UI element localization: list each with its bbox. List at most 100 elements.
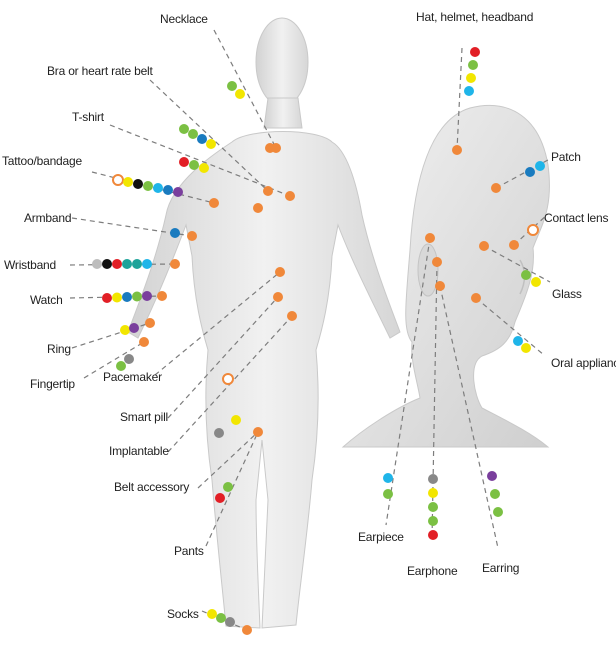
pants-color-dot xyxy=(215,493,225,503)
label-socks: Socks xyxy=(167,607,199,621)
label-earpiece: Earpiece xyxy=(358,530,404,544)
smart-pill-color-dot xyxy=(231,415,241,425)
hat-color-dot xyxy=(468,60,478,70)
earphone-color-dot xyxy=(428,516,438,526)
body-contact-point xyxy=(170,259,180,269)
label-pants: Pants xyxy=(174,544,204,558)
wristband-color-dot xyxy=(102,259,112,269)
label-ring: Ring xyxy=(47,342,71,356)
label-implantable: Implantable xyxy=(109,444,169,458)
earphone-contact-point xyxy=(432,257,442,267)
label-necklace: Necklace xyxy=(160,12,208,26)
body-contact-point xyxy=(265,143,275,153)
tattoo-color-dot xyxy=(113,175,123,185)
body-contact-point xyxy=(285,191,295,201)
label-smart-pill: Smart pill xyxy=(120,410,168,424)
earring-color-dot xyxy=(487,471,497,481)
watch-color-dot xyxy=(112,293,122,303)
tattoo-color-dot xyxy=(163,185,173,195)
contact-lens-color-dot xyxy=(528,225,538,235)
fingertip-color-dot xyxy=(124,354,134,364)
belt-accessory-color-dot xyxy=(223,482,233,492)
body-contact-point xyxy=(275,267,285,277)
wristband-color-dot xyxy=(132,259,142,269)
implantable-color-dot xyxy=(214,428,224,438)
socks-color-dot xyxy=(216,613,226,623)
body-contact-point xyxy=(139,337,149,347)
watch-color-dot xyxy=(132,292,142,302)
earphone-color-dot xyxy=(428,474,438,484)
oral-appliance-color-dot xyxy=(513,336,523,346)
label-contact-lens: Contact lens xyxy=(544,211,608,225)
watch-color-dot xyxy=(122,292,132,302)
tshirt-color-dot xyxy=(179,157,189,167)
tattoo-color-dot xyxy=(123,177,133,187)
socks-color-dot xyxy=(207,609,217,619)
wristband-color-dot xyxy=(92,259,102,269)
body-contact-point xyxy=(242,625,252,635)
earpiece-color-dot xyxy=(383,473,393,483)
wristband-color-dot xyxy=(112,259,122,269)
label-hat-helmet-headband: Hat, helmet, headband xyxy=(416,10,533,24)
label-earring: Earring xyxy=(482,561,519,575)
necklace-color-dot xyxy=(227,81,237,91)
earring-contact-point xyxy=(435,281,445,291)
body-contact-point xyxy=(209,198,219,208)
body-contact-point xyxy=(187,231,197,241)
label-t-shirt: T-shirt xyxy=(72,110,104,124)
earphone-color-dot xyxy=(428,488,438,498)
hat-color-dot xyxy=(466,73,476,83)
wristband-color-dot xyxy=(142,259,152,269)
tshirt-color-dot xyxy=(199,163,209,173)
necklace-color-dot xyxy=(235,89,245,99)
glass-color-dot xyxy=(531,277,541,287)
glass-contact-point xyxy=(479,241,489,251)
label-wristband: Wristband xyxy=(4,258,56,272)
earring-color-dot xyxy=(490,489,500,499)
hat-contact-point xyxy=(452,145,462,155)
label-oral-appliance: Oral appliance xyxy=(551,356,616,370)
oral-appliance-color-dot xyxy=(521,343,531,353)
tattoo-color-dot xyxy=(133,179,143,189)
ring-color-dot xyxy=(120,325,130,335)
tattoo-color-dot xyxy=(173,187,183,197)
label-armband: Armband xyxy=(24,211,71,225)
hat-color-dot xyxy=(464,86,474,96)
body-contact-point xyxy=(287,311,297,321)
patch-color-dot xyxy=(525,167,535,177)
contact-lens-contact-point xyxy=(509,240,519,250)
tattoo-color-dot xyxy=(143,181,153,191)
bra-color-dot xyxy=(206,139,216,149)
label-tattoo-bandage: Tattoo/bandage xyxy=(2,154,82,168)
earpiece-contact-point xyxy=(425,233,435,243)
label-watch: Watch xyxy=(30,293,63,307)
armband-color-dot xyxy=(170,228,180,238)
glass-color-dot xyxy=(521,270,531,280)
body-contact-point xyxy=(253,203,263,213)
socks-color-dot xyxy=(225,617,235,627)
ring-color-dot xyxy=(129,323,139,333)
wristband-color-dot xyxy=(122,259,132,269)
earphone-color-dot xyxy=(428,502,438,512)
body-contact-point xyxy=(273,292,283,302)
earpiece-color-dot xyxy=(383,489,393,499)
oral-contact-point xyxy=(471,293,481,303)
body-contact-point xyxy=(253,427,263,437)
label-fingertip: Fingertip xyxy=(30,377,75,391)
bra-color-dot xyxy=(179,124,189,134)
body-contact-point xyxy=(263,186,273,196)
pacemaker-color-dot xyxy=(223,374,233,384)
label-patch: Patch xyxy=(551,150,581,164)
watch-color-dot xyxy=(102,293,112,303)
earphone-color-dot xyxy=(428,530,438,540)
tshirt-color-dot xyxy=(189,160,199,170)
label-belt-accessory: Belt accessory xyxy=(114,480,189,494)
hat-color-dot xyxy=(470,47,480,57)
label-bra-heart-rate-belt: Bra or heart rate belt xyxy=(47,64,153,78)
label-earphone: Earphone xyxy=(407,564,457,578)
patch-contact-point xyxy=(491,183,501,193)
label-glass: Glass xyxy=(552,287,582,301)
bra-color-dot xyxy=(197,134,207,144)
